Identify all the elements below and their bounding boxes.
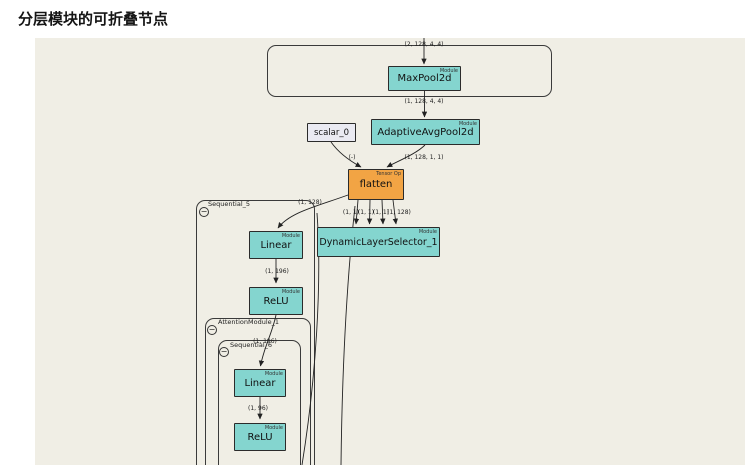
minus-icon: − — [200, 207, 208, 216]
node-type-tag: Module — [264, 424, 283, 431]
node-relu-2[interactable]: Module ReLU — [234, 423, 286, 451]
node-label: Linear — [244, 377, 276, 389]
edge-flatten-to-selector-3 — [380, 199, 386, 225]
edge-scalar0-to-flatten — [330, 141, 362, 168]
node-type-tag: Module — [458, 120, 477, 127]
cluster-sequential-6[interactable] — [218, 340, 301, 465]
edge-label-adaptive-to-flatten: (1, 128, 1, 1) — [404, 154, 444, 161]
edge-adaptiveavgpool2d-to-flatten — [386, 144, 426, 168]
node-label: MaxPool2d — [397, 73, 452, 84]
edge-label-flatten-out-1: (1, 1) — [342, 209, 360, 216]
edge-flatten-to-selector-4 — [392, 199, 399, 225]
edge-flatten-to-selector-1 — [353, 199, 360, 225]
node-label: Linear — [260, 239, 292, 251]
minus-icon: − — [220, 347, 228, 356]
edge-label-flatten-out-3: (1, 1) — [372, 209, 390, 216]
node-type-tag: Module — [439, 67, 458, 74]
node-linear-1[interactable]: Module Linear — [249, 231, 303, 259]
cluster-label-attention-module-1: AttentionModule_1 — [218, 318, 280, 326]
collapse-button-sequential-6[interactable]: − — [219, 347, 229, 357]
edge-label-maxpool-to-adaptive: (1, 128, 4, 4) — [404, 98, 444, 105]
node-dynamiclayerselector-1[interactable]: Module DynamicLayerSelector_1 — [317, 227, 440, 257]
node-label: scalar_0 — [313, 127, 350, 138]
node-label: AdaptiveAvgPool2d — [377, 126, 474, 138]
cluster-sequential-5[interactable] — [196, 200, 315, 465]
edge-flatten-to-linear — [277, 194, 349, 229]
minus-icon: − — [208, 325, 216, 334]
node-type-tag: Module — [281, 288, 300, 295]
node-adaptiveavgpool2d[interactable]: Module AdaptiveAvgPool2d — [371, 119, 480, 145]
edge-label-into-maxpool: (2, 128, 4, 4) — [404, 41, 444, 48]
node-type-tag: Tensor Op — [376, 170, 401, 177]
node-type-tag: Module — [418, 228, 437, 235]
node-label: flatten — [359, 179, 393, 190]
collapse-button-sequential-5[interactable]: − — [199, 207, 209, 217]
collapse-button-attention-module-1[interactable]: − — [207, 325, 217, 335]
edge-relu-to-linear-2 — [258, 314, 277, 367]
cluster-label-sequential-6: Sequential_6 — [230, 341, 273, 349]
node-type-tag: Module — [264, 370, 283, 377]
node-flatten[interactable]: Tensor Op flatten — [348, 169, 404, 200]
edge-label-flatten-out-2: (1, 1) — [357, 209, 375, 216]
node-label: ReLU — [247, 431, 273, 443]
page-title: 分层模块的可折叠节点 — [18, 10, 169, 28]
node-maxpool2d[interactable]: Module MaxPool2d — [388, 66, 461, 91]
node-relu-1[interactable]: Module ReLU — [249, 287, 303, 315]
node-label: ReLU — [263, 295, 289, 307]
cluster-attention-module-1[interactable] — [205, 318, 311, 465]
edge-label-linear2-to-relu2: (1, 96) — [248, 405, 268, 412]
cluster-top-module[interactable] — [267, 45, 552, 97]
node-label: DynamicLayerSelector_1 — [319, 236, 438, 248]
edge-label-flatten-out-4: (1, 128) — [387, 209, 411, 216]
edge-flatten-to-selector-2 — [366, 199, 373, 225]
edge-label-flatten-to-linear: (1, 128) — [298, 199, 322, 206]
edge-label-scalar-to-flatten: (-) — [348, 154, 356, 161]
node-type-tag: Module — [281, 232, 300, 239]
node-scalar-0[interactable]: scalar_0 — [307, 123, 356, 142]
edge-label-into-sequential6: (1, 196) — [253, 338, 277, 345]
edge-label-linear-to-relu: (1, 196) — [265, 268, 289, 275]
node-linear-2[interactable]: Module Linear — [234, 369, 286, 397]
cluster-label-sequential-5: Sequential_5 — [208, 200, 251, 208]
model-graph-canvas[interactable]: Sequential_5 − AttentionModule_1 − Seque… — [35, 38, 745, 465]
